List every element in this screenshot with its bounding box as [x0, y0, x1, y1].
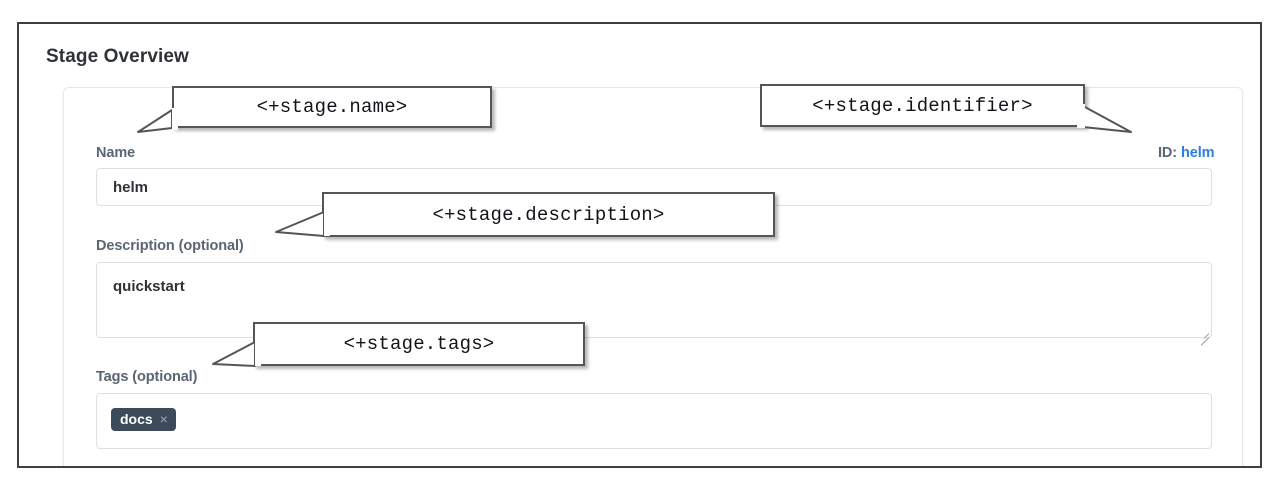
- tag-remove-icon[interactable]: ×: [159, 411, 168, 427]
- annotation-callout-stage-name: <+stage.name>: [172, 86, 492, 128]
- annotation-callout-stage-tags: <+stage.tags>: [253, 322, 585, 366]
- tags-label: Tags (optional): [96, 369, 198, 385]
- id-value-link[interactable]: helm: [1180, 145, 1215, 161]
- stage-overview-card: Name ID: helm Description (optional) Tag…: [63, 87, 1243, 466]
- tag-chip-label: docs: [120, 411, 153, 427]
- tags-input-field[interactable]: docs ×: [96, 393, 1212, 449]
- annotation-text: <+stage.identifier>: [812, 94, 1033, 117]
- description-label: Description (optional): [96, 238, 244, 254]
- annotation-text: <+stage.tags>: [343, 333, 495, 355]
- annotation-text: <+stage.name>: [256, 96, 408, 118]
- name-label: Name: [96, 145, 136, 161]
- annotation-text: <+stage.description>: [432, 203, 665, 226]
- id-line: ID: helm: [1158, 145, 1215, 161]
- page-title: Stage Overview: [46, 46, 189, 67]
- tag-chip-docs[interactable]: docs ×: [111, 408, 176, 431]
- annotation-callout-stage-description: <+stage.description>: [322, 192, 775, 237]
- id-key-label: ID:: [1158, 145, 1178, 161]
- annotation-callout-stage-identifier: <+stage.identifier>: [760, 84, 1085, 127]
